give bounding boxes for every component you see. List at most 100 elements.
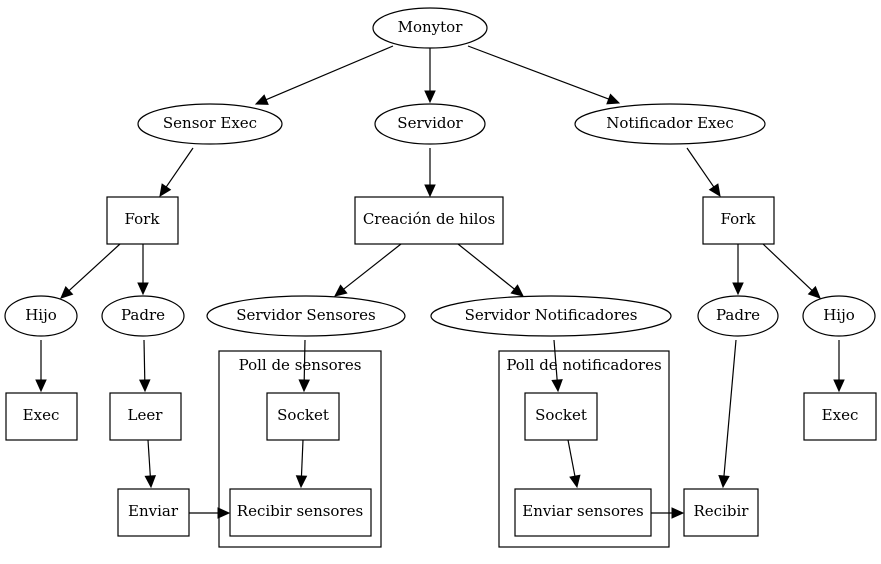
edge-line xyxy=(723,339,737,477)
node-socket-sensores: Socket xyxy=(266,392,340,441)
edge-line xyxy=(147,439,151,477)
node-recibir-label: Recibir xyxy=(694,502,750,520)
arrowhead xyxy=(424,184,436,198)
arrowhead xyxy=(298,379,311,393)
arrowhead xyxy=(137,282,149,296)
node-servidor-notificadores-label: Servidor Notificadores xyxy=(465,306,638,324)
arrowhead xyxy=(295,475,308,489)
arrowhead xyxy=(254,94,269,105)
arrowhead xyxy=(551,379,563,393)
node-creacion-hilos: Creación de hilos xyxy=(354,196,504,245)
edge-socket-sensores-to-recibir-sensores xyxy=(295,439,308,489)
edge-fork-right-to-hijo-right xyxy=(762,243,821,299)
arrowhead xyxy=(671,507,685,519)
edge-notificador-exec-to-fork-right xyxy=(686,147,721,197)
edge-line xyxy=(467,45,609,100)
node-fork-right: Fork xyxy=(702,196,775,245)
edge-line xyxy=(567,439,576,477)
node-padre-right-label: Padre xyxy=(716,306,760,324)
cluster-poll-notificadores-label: Poll de notificadores xyxy=(506,356,661,374)
edge-line xyxy=(553,339,558,381)
node-enviar-sensores: Enviar sensores xyxy=(514,488,652,537)
edge-hijo-left-to-exec-left xyxy=(35,340,47,393)
edge-fork-right-to-padre-right xyxy=(732,244,744,296)
node-exec-right-label: Exec xyxy=(822,406,859,424)
edge-servidor-sensores-to-socket-sensores xyxy=(298,339,311,393)
arrowhead xyxy=(718,475,730,489)
cluster-poll-notificadores: Poll de notificadores xyxy=(498,350,670,548)
node-sensor-exec: Sensor Exec xyxy=(137,103,283,145)
node-notificador-exec: Notificador Exec xyxy=(574,103,766,145)
node-fork-left-label: Fork xyxy=(125,210,161,228)
node-creacion-hilos-label: Creación de hilos xyxy=(363,210,495,228)
node-recibir-sensores-label: Recibir sensores xyxy=(237,502,363,520)
node-padre-left-label: Padre xyxy=(121,306,165,324)
edge-line xyxy=(165,147,194,188)
edges xyxy=(35,45,845,519)
edge-line xyxy=(686,147,715,188)
edge-monytor-to-servidor xyxy=(424,48,436,104)
node-leer-label: Leer xyxy=(128,406,164,424)
node-padre-left: Padre xyxy=(101,295,185,337)
arrowhead xyxy=(732,282,744,296)
edge-sensor-exec-to-fork-left xyxy=(159,147,194,197)
cluster-poll-sensores: Poll de sensores xyxy=(218,350,382,548)
node-padre-right: Padre xyxy=(697,295,779,337)
arrowhead xyxy=(569,474,581,489)
node-monytor: Monytor xyxy=(372,7,488,49)
arrowhead xyxy=(60,285,74,299)
arrowhead xyxy=(510,284,524,297)
edge-line xyxy=(265,45,394,101)
edge-monytor-to-notificador-exec xyxy=(467,45,621,105)
arrowhead xyxy=(708,183,721,197)
node-notificador-exec-label: Notificador Exec xyxy=(606,114,734,132)
edge-socket-notificadores-to-enviar-sensores xyxy=(567,439,581,489)
node-recibir-sensores: Recibir sensores xyxy=(229,488,372,537)
arrowhead xyxy=(144,475,157,489)
edge-hijo-right-to-exec-right xyxy=(833,340,845,393)
edge-line xyxy=(300,439,304,477)
node-servidor-notificadores: Servidor Notificadores xyxy=(430,295,672,337)
edge-fork-left-to-padre-left xyxy=(137,244,149,296)
edge-padre-right-to-recibir xyxy=(718,339,737,489)
edge-servidor-notificadores-to-socket-notificadores xyxy=(551,339,563,393)
node-recibir: Recibir xyxy=(683,488,759,537)
arrowhead xyxy=(606,93,621,105)
node-socket-notificadores-label: Socket xyxy=(535,406,587,424)
node-socket-sensores-label: Socket xyxy=(277,406,329,424)
node-enviar-label: Enviar xyxy=(128,502,179,520)
node-socket-notificadores: Socket xyxy=(524,392,598,441)
node-sensor-exec-label: Sensor Exec xyxy=(163,114,257,132)
node-fork-right-label: Fork xyxy=(721,210,757,228)
arrowhead xyxy=(217,507,231,519)
node-fork-left: Fork xyxy=(106,196,179,245)
node-leer: Leer xyxy=(109,392,182,441)
arrowhead xyxy=(334,284,348,297)
node-hijo-right-label: Hijo xyxy=(823,306,855,324)
node-monytor-label: Monytor xyxy=(398,18,464,36)
node-enviar: Enviar xyxy=(117,488,190,537)
edge-enviar-to-recibir-sensores xyxy=(189,507,231,519)
edge-leer-to-enviar xyxy=(144,439,157,489)
node-exec-right: Exec xyxy=(803,392,877,441)
edge-line xyxy=(762,243,813,291)
arrowhead xyxy=(833,379,845,393)
node-hijo-right: Hijo xyxy=(802,295,876,337)
edge-padre-left-to-leer xyxy=(138,339,151,393)
node-servidor-sensores-label: Servidor Sensores xyxy=(236,306,375,324)
edge-fork-left-to-hijo-left xyxy=(60,243,121,299)
edge-monytor-to-sensor-exec xyxy=(254,45,394,105)
arrowhead xyxy=(807,285,821,299)
node-servidor-sensores: Servidor Sensores xyxy=(206,295,406,337)
arrowhead xyxy=(35,379,47,393)
cluster-poll-sensores-label: Poll de sensores xyxy=(239,356,362,374)
node-servidor-label: Servidor xyxy=(397,114,463,132)
node-servidor: Servidor xyxy=(374,103,486,145)
edge-servidor-to-creacion-hilos xyxy=(424,148,436,198)
edge-line xyxy=(457,243,515,290)
edge-line xyxy=(143,339,146,381)
node-exec-left-label: Exec xyxy=(23,406,60,424)
edge-line xyxy=(303,339,306,381)
arrowhead xyxy=(424,90,436,104)
